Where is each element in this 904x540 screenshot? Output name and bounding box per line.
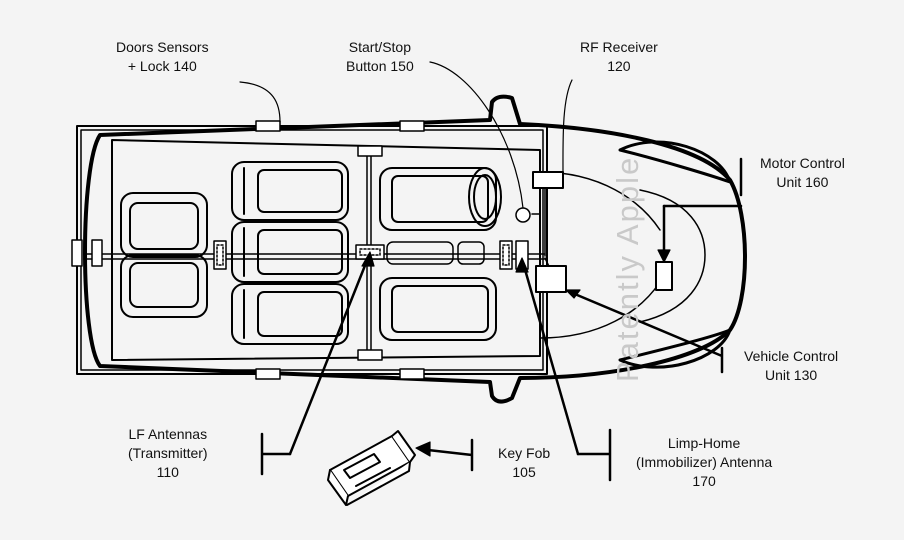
vehicle-control-arrowhead [565, 289, 581, 299]
limp-home-line3: 170 [692, 473, 716, 489]
key-fob-line1: Key Fob [498, 445, 551, 461]
motor-control-box [655, 261, 673, 291]
lf-antennas-line1: LF Antennas [128, 426, 208, 442]
motor-control-label: Motor Control Unit 160 [760, 154, 845, 192]
limp-home-label: Limp-Home (Immobilizer) Antenna 170 [636, 434, 772, 491]
rear-seats [120, 192, 208, 318]
lf-antennas-line3: 110 [156, 464, 179, 480]
start-stop-line1: Start/Stop [348, 39, 411, 55]
start-stop-leader [429, 61, 524, 209]
vehicle-control-bracket [568, 290, 724, 374]
doors-leader [239, 81, 281, 123]
car-body [76, 94, 747, 404]
lf-antenna-bracket [260, 432, 292, 476]
doors-sensors-line2: + Lock 140 [127, 58, 197, 74]
limp-home-arrow [522, 264, 580, 456]
wiring-bus [83, 145, 554, 357]
rf-receiver-box [532, 171, 564, 189]
motor-control-bracket [662, 157, 743, 208]
key-fob-bracket [426, 438, 474, 472]
motor-control-line2: Unit 160 [776, 174, 829, 190]
lf-antenna-arrow-1 [288, 256, 370, 456]
rf-receiver-line1: RF Receiver [580, 39, 658, 55]
limp-home-bracket [576, 428, 612, 482]
start-stop-label: Start/Stop Button 150 [346, 38, 414, 76]
key-fob-label: Key Fob 105 [498, 444, 550, 482]
steering-wheel [468, 167, 502, 227]
middle-seats [231, 161, 349, 345]
center-console [386, 241, 485, 265]
lf-antennas-label: LF Antennas (Transmitter) 110 [128, 425, 208, 482]
watermark-text: Patently Apple [610, 155, 645, 382]
rf-receiver-label: RF Receiver 120 [580, 38, 658, 76]
motor-control-arrowhead [657, 249, 671, 263]
rf-receiver-line2: 120 [607, 58, 631, 74]
key-fob-icon [327, 430, 416, 506]
doors-sensors-label: Doors Sensors + Lock 140 [116, 38, 209, 76]
limp-home-arrowhead [515, 257, 529, 273]
door-sensors [71, 120, 425, 380]
doors-sensors-line1: Doors Sensors [116, 39, 209, 55]
start-stop-line2: Button 150 [346, 58, 414, 74]
key-fob-line2: 105 [512, 464, 536, 480]
motor-control-line1: Motor Control [760, 155, 845, 171]
rf-receiver-leader [562, 79, 573, 175]
vehicle-control-box [535, 265, 567, 293]
lf-antennas-line2: (Transmitter) [128, 445, 208, 461]
limp-home-line2: (Immobilizer) Antenna [636, 454, 773, 470]
limp-home-line1: Limp-Home [667, 435, 741, 451]
vehicle-control-label: Vehicle Control Unit 130 [744, 347, 838, 385]
vehicle-control-line1: Vehicle Control [744, 348, 839, 364]
leader-lines [239, 61, 743, 482]
key-fob-arrowhead [415, 441, 431, 457]
lf-antenna-arrowhead [361, 251, 375, 267]
vehicle-control-line2: Unit 130 [765, 367, 818, 383]
start-stop-button [515, 207, 531, 223]
